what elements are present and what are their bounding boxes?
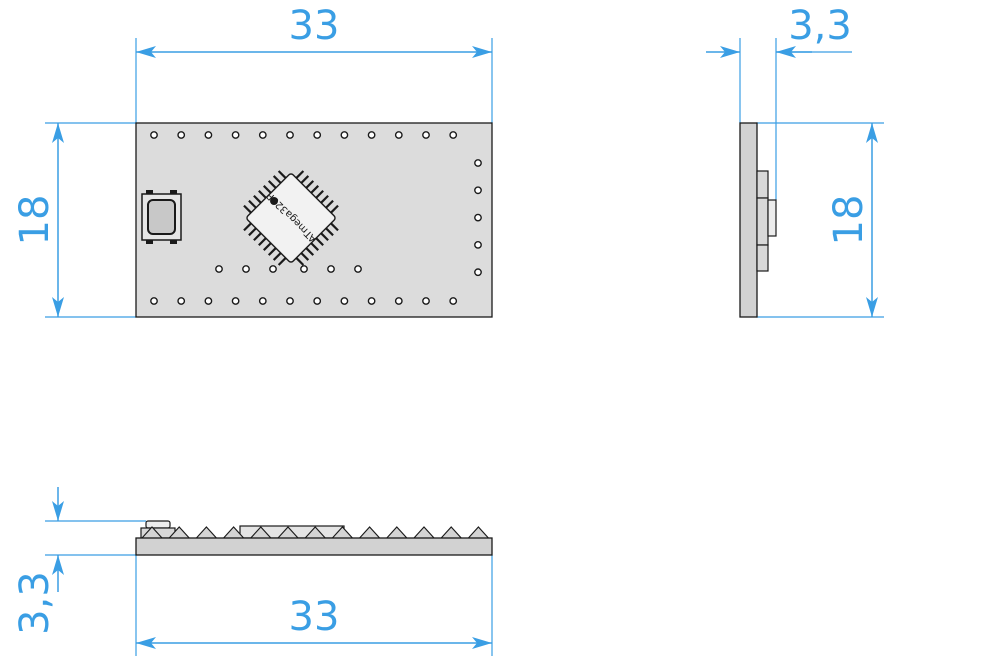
side-button-cap [767, 199, 777, 237]
side-thickness-label: 3,3 [788, 3, 852, 49]
mounting-hole [354, 265, 362, 273]
side-board [739, 122, 758, 318]
chip-pin [267, 247, 277, 256]
mounting-hole [150, 297, 158, 305]
chip-pin [305, 180, 315, 189]
mounting-hole [242, 265, 250, 273]
side-height-label: 18 [826, 195, 872, 246]
top-width-label: 33 [289, 3, 340, 49]
mounting-hole [286, 297, 294, 305]
header-bump [385, 526, 409, 539]
chip-pin [272, 252, 282, 261]
mounting-hole [177, 131, 186, 139]
chip-pin [310, 242, 320, 251]
header-bump [467, 526, 490, 539]
mounting-hole [394, 131, 403, 139]
mounting-hole [177, 297, 186, 305]
mounting-hole [474, 240, 482, 249]
chip-pin [300, 175, 310, 184]
mounting-hole [474, 159, 482, 167]
mounting-hole [313, 297, 322, 305]
chip-pin [315, 189, 324, 199]
front-bump-row [140, 526, 490, 539]
chip-pin [320, 194, 329, 204]
front-thickness-label: 3,3 [12, 571, 58, 635]
chip-pin [310, 185, 320, 194]
chip-pin [272, 175, 282, 184]
mounting-hole [474, 186, 482, 195]
mounting-hole [449, 297, 458, 305]
chip-pin1-dot [270, 197, 279, 206]
chip-pin [320, 232, 329, 242]
chip-pin [258, 189, 267, 199]
mounting-hole [340, 131, 349, 139]
chip-pin [325, 227, 334, 237]
chip-pin [248, 199, 257, 209]
top-view: 33 18 ATmega328P [12, 3, 493, 318]
mounting-hole [394, 297, 403, 305]
chip-pin [330, 222, 339, 232]
front-board [135, 537, 493, 556]
header-bump [195, 526, 218, 539]
chip-pin [243, 204, 252, 214]
chip-pin [262, 242, 272, 251]
chip-pin [267, 180, 277, 189]
qfp-chip-icon: ATmega328P [243, 170, 339, 266]
mounting-hole [286, 131, 294, 139]
mounting-hole [215, 265, 223, 273]
side-view: 3,3 18 [706, 3, 884, 318]
mounting-hole [474, 213, 482, 222]
mounting-hole [269, 265, 277, 273]
mounting-hole [231, 297, 240, 305]
mounting-hole [449, 131, 458, 139]
chip-pin [243, 222, 252, 232]
chip-pin [325, 199, 334, 209]
mounting-hole [422, 131, 430, 139]
mounting-hole [258, 131, 267, 139]
header-bump [439, 526, 463, 539]
chip-pin [262, 185, 272, 194]
mounting-hole [204, 297, 213, 305]
top-hole-row [150, 131, 458, 139]
chip-pin [258, 237, 267, 247]
mounting-hole [258, 297, 267, 305]
chip-pin [295, 257, 305, 266]
chip-pin [253, 194, 262, 204]
front-view: 3,3 33 [12, 487, 493, 656]
side-chip-lower [756, 244, 769, 272]
mounting-hole [231, 131, 240, 139]
top-height-label: 18 [12, 195, 58, 246]
extra-hole-group [215, 265, 362, 273]
chip-pin [305, 247, 315, 256]
right-hole-column [474, 159, 482, 277]
tactile-switch-icon [141, 190, 182, 244]
chip-pin [253, 232, 262, 242]
chip-pin [330, 204, 339, 214]
mounting-hole [367, 131, 376, 139]
mounting-hole [474, 268, 482, 277]
mounting-hole [367, 297, 376, 305]
side-chip-upper [756, 170, 769, 199]
mounting-hole [150, 131, 158, 139]
chip-pin [277, 170, 287, 179]
front-width-label: 33 [289, 594, 340, 640]
front-button-cap [145, 520, 171, 529]
chip-pin [300, 252, 310, 261]
chip-pin [248, 227, 257, 237]
chip-pin [295, 170, 305, 179]
mounting-hole [313, 131, 322, 139]
mounting-hole [204, 131, 213, 139]
mounting-hole [327, 265, 335, 273]
side-chip-middle [756, 197, 769, 246]
mounting-hole [422, 297, 430, 305]
header-bump [412, 526, 436, 539]
mounting-hole [340, 297, 349, 305]
chip-pin [315, 237, 324, 247]
header-bump [358, 526, 381, 539]
chip-pin [277, 257, 287, 266]
mounting-hole [300, 265, 308, 273]
bottom-hole-row [150, 297, 458, 305]
